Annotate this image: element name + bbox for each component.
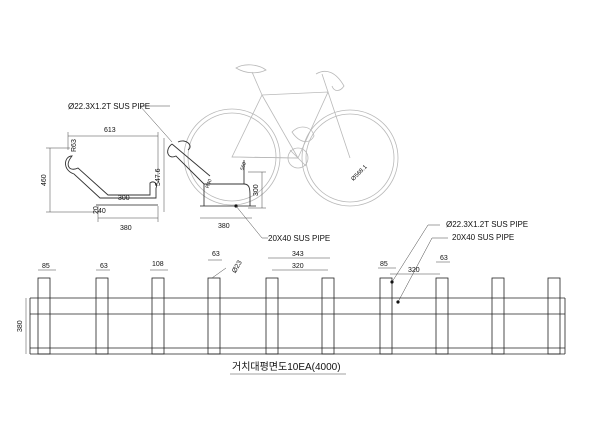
dim-300-right: 300 (253, 184, 260, 196)
dim-63-right: 63 (440, 255, 448, 262)
callouts: Ø22.3X1.2T SUS PIPE 20X40 SUS PIPE Ø22.3… (68, 102, 528, 303)
side-view-profile: 613 460 R63 300 20 40 380 (41, 127, 159, 232)
dim-wheel: Ø568.1 (351, 164, 370, 183)
dim-phi23: Ø23 (231, 259, 244, 274)
dim-40: 40 (98, 208, 106, 215)
dim-108: 108 (152, 261, 164, 268)
dim-r40: R40 (205, 178, 214, 189)
dim-343: 343 (292, 251, 304, 258)
callout-round-pipe-plan: Ø22.3X1.2T SUS PIPE (446, 220, 528, 229)
dim-r63: R63 (71, 139, 78, 152)
dim-320-top: 320 (292, 263, 304, 270)
dim-300-base: 300 (118, 195, 130, 202)
dim-85-left: 85 (42, 263, 50, 270)
dim-380-installed: 380 (218, 223, 230, 230)
plan-round-pipe-dot (390, 280, 394, 284)
dim-63-b: 63 (212, 251, 220, 258)
dim-380-plan: 380 (17, 320, 24, 332)
plan-square-pipe-dot (396, 300, 400, 304)
bicycle-illustration (183, 64, 399, 207)
dim-63-a: 63 (100, 263, 108, 270)
dim-547-6: 547.6 (155, 168, 162, 186)
dim-560: 560 (239, 161, 248, 171)
plan-uprights (37, 277, 561, 355)
plan-view: 85 63 108 63 Ø23 343 320 85 320 63 380 (17, 251, 566, 355)
callout-square-pipe-side: 20X40 SUS PIPE (268, 234, 330, 243)
dim-380-side: 380 (120, 225, 132, 232)
callout-round-pipe-top: Ø22.3X1.2T SUS PIPE (68, 102, 150, 111)
callout-square-pipe-plan: 20X40 SUS PIPE (452, 233, 514, 242)
dim-613: 613 (104, 127, 116, 134)
plan-title: 거치대평면도10EA(4000) (232, 361, 341, 373)
dim-20: 20 (93, 206, 100, 214)
dim-460: 460 (41, 174, 48, 186)
dim-85-right: 85 (380, 261, 388, 268)
side-view-installed: 547.6 300 R40 560 380 (155, 138, 266, 230)
dim-320-right: 320 (408, 267, 420, 274)
